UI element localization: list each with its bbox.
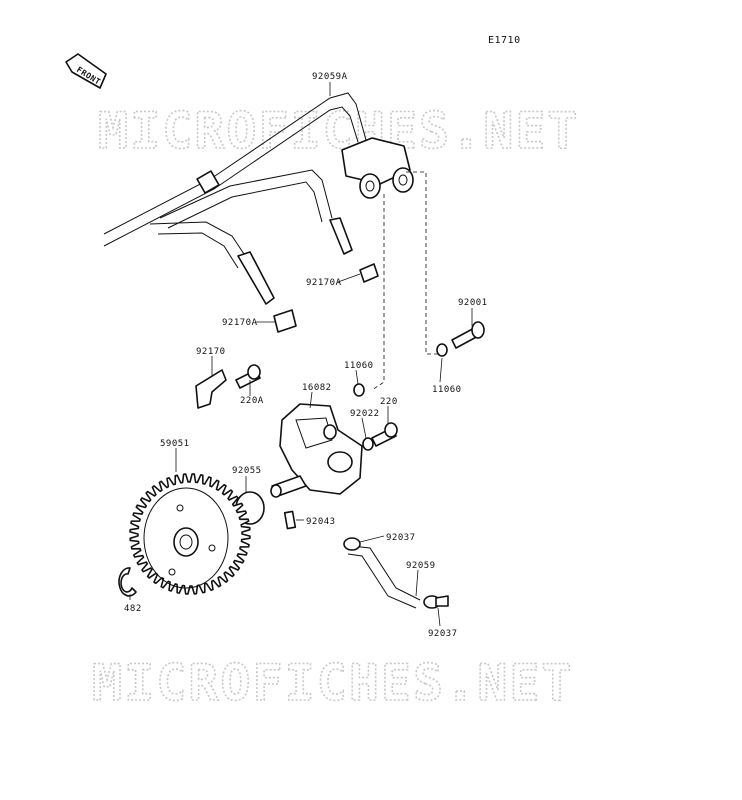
label-220: 220 bbox=[380, 397, 398, 407]
label-59051: 59051 bbox=[160, 439, 190, 449]
label-92059: 92059 bbox=[406, 561, 436, 571]
pin-92043 bbox=[283, 510, 297, 530]
label-92170A-upper: 92170A bbox=[306, 278, 342, 288]
label-92170A-lower: 92170A bbox=[222, 318, 258, 328]
circlip-482 bbox=[118, 567, 137, 597]
label-16082: 16082 bbox=[302, 383, 332, 393]
banjo-bolt-92001 bbox=[436, 321, 485, 357]
leader-lines bbox=[129, 82, 473, 627]
label-92059A: 92059A bbox=[312, 72, 348, 82]
bolt-220A bbox=[235, 364, 261, 389]
label-92001: 92001 bbox=[458, 298, 488, 308]
watermark-top: MICROFICHES.NET bbox=[98, 102, 580, 160]
label-11060-left: 11060 bbox=[344, 361, 374, 371]
grommet-92170A-lower bbox=[273, 309, 297, 333]
label-92037-lower: 92037 bbox=[428, 629, 458, 639]
label-92022: 92022 bbox=[350, 409, 380, 419]
label-220A: 220A bbox=[240, 396, 264, 406]
clamp-92037-upper bbox=[343, 537, 361, 551]
label-11060-right: 11060 bbox=[432, 385, 462, 395]
label-92170: 92170 bbox=[196, 347, 226, 357]
oil-pump-16082 bbox=[270, 403, 363, 498]
grommet-92170A-upper bbox=[359, 263, 379, 283]
washer-11060-left bbox=[353, 383, 365, 397]
front-arrow-icon: FRONT bbox=[65, 53, 107, 89]
label-482: 482 bbox=[124, 604, 142, 614]
diagram-code: E1710 bbox=[488, 35, 521, 46]
bolt-220 bbox=[371, 422, 398, 447]
washer-92022 bbox=[362, 437, 374, 451]
label-92043: 92043 bbox=[306, 517, 336, 527]
clamp-92037-lower bbox=[423, 595, 449, 609]
hose-92059 bbox=[347, 545, 421, 609]
label-92037-upper: 92037 bbox=[386, 533, 416, 543]
watermark-bottom: MICROFICHES.NET bbox=[92, 654, 574, 712]
oil-pipe-92059A bbox=[103, 92, 414, 305]
label-92055: 92055 bbox=[232, 466, 262, 476]
gear-59051 bbox=[129, 473, 251, 595]
bracket-92170 bbox=[195, 369, 227, 409]
